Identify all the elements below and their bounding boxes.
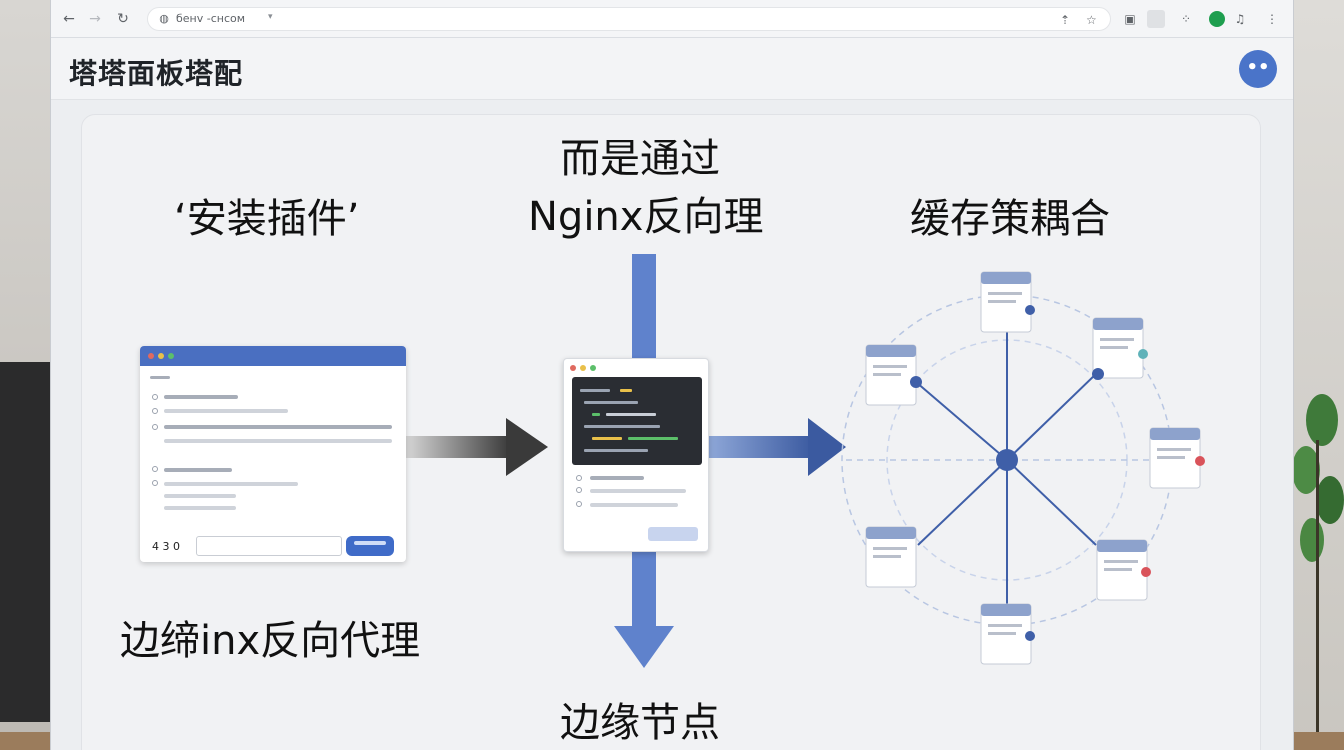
vertical-connector-bottom	[632, 552, 656, 630]
heading-install-plugin: ‘安装插件’	[174, 196, 360, 242]
browser-toolbar: ← → ↻ ◍ бенv -снсом ▾ ⇡ ☆ ▣ ⁘ ♫ ⋮	[51, 0, 1293, 38]
page-header: 塔塔面板塔配 ••	[51, 38, 1293, 100]
reload-icon[interactable]: ↻	[117, 11, 129, 27]
cache-node-right	[1149, 427, 1205, 489]
heading-middle-line2: Nginx反向理	[528, 194, 764, 240]
url-text: бенv -снсом	[176, 12, 246, 25]
arrow-to-cache	[709, 436, 813, 458]
chevron-down-icon[interactable]: ▾	[268, 12, 273, 22]
back-icon[interactable]: ←	[63, 11, 75, 27]
cache-node-top	[980, 271, 1035, 333]
caption-reverse-proxy: 边缔inx反向代理	[120, 618, 421, 664]
share-icon[interactable]: ⇡	[1060, 13, 1071, 27]
user-avatar[interactable]: ••	[1239, 50, 1277, 88]
install-button[interactable]	[346, 536, 394, 556]
notification-bell-icon[interactable]: ♫	[1234, 12, 1246, 26]
heading-middle-line1: 而是通过	[560, 136, 720, 182]
nginx-config-card	[563, 358, 709, 552]
terminal-panel	[572, 377, 702, 465]
hub-node	[996, 449, 1018, 471]
arrow-to-cache-head	[808, 418, 846, 476]
cache-node-top-right	[1092, 317, 1148, 380]
card-title-bar	[140, 346, 406, 366]
forward-icon[interactable]: →	[89, 11, 101, 27]
arrow-to-proxy	[406, 436, 510, 458]
background-monitor	[0, 362, 50, 722]
cache-node-bottom	[980, 603, 1035, 665]
loading-icon[interactable]: ⁘	[1180, 12, 1192, 26]
address-bar[interactable]: ◍ бенv -снсом ▾ ⇡ ☆	[147, 7, 1111, 31]
apply-config-button[interactable]	[648, 527, 698, 541]
arrow-down-head	[614, 626, 674, 668]
site-info-icon[interactable]: ◍	[159, 12, 169, 25]
profile-status-icon[interactable]	[1209, 11, 1225, 27]
plugin-search-input[interactable]	[196, 536, 342, 556]
page-title: 塔塔面板塔配	[69, 57, 244, 90]
heading-cache-strategy: 缓存策耦合	[910, 196, 1110, 242]
cache-node-left-top	[865, 344, 922, 406]
extension-icon[interactable]: ▣	[1124, 12, 1136, 26]
cache-node-left-bottom	[865, 526, 917, 588]
vertical-connector-top	[632, 254, 656, 358]
menu-kebab-icon[interactable]: ⋮	[1266, 12, 1278, 26]
tab-icon[interactable]	[1147, 10, 1165, 28]
arrow-to-proxy-head	[506, 418, 548, 476]
plugin-install-card: 4 3 0	[140, 346, 406, 562]
plugin-count: 4 3 0	[152, 540, 180, 553]
bookmark-star-icon[interactable]: ☆	[1086, 13, 1097, 27]
background-plant	[1292, 394, 1344, 750]
caption-edge-node: 边缘节点	[560, 700, 720, 746]
cache-node-bottom-right	[1096, 539, 1151, 601]
